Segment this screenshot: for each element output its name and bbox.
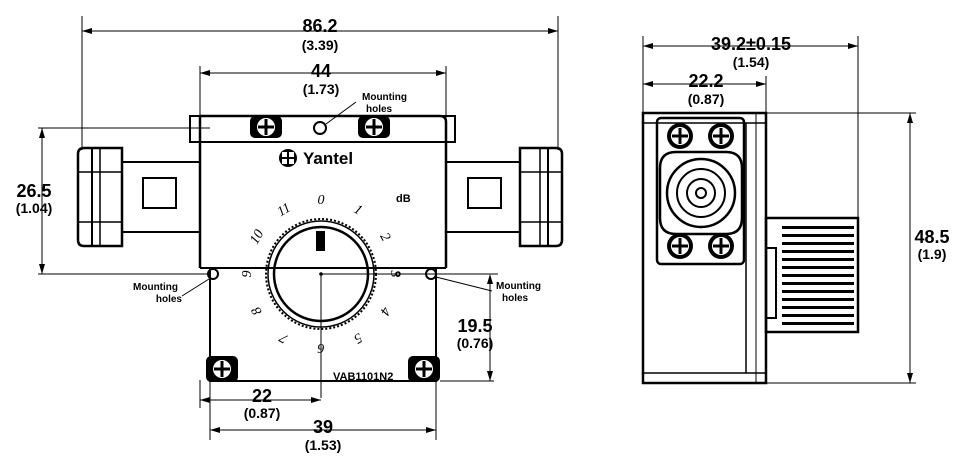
body-lower (209, 267, 437, 382)
dim-side-height-value: 48.5 (914, 227, 949, 247)
dim-hole-half-span-inch: (0.87) (244, 405, 281, 421)
knurl-ridge (782, 234, 854, 237)
dial-number-9: 9 (240, 271, 255, 278)
screw-top-left (250, 116, 282, 138)
dim-side-depth-value: 39.2±0.15 (711, 34, 791, 54)
side-screw-3 (667, 233, 693, 259)
side-screw-2 (708, 123, 734, 149)
dim-hole-to-bottom-value: 19.5 (457, 316, 492, 336)
screw-top-right (358, 116, 390, 138)
dimension-side-height: 48.5 (1.9) (766, 112, 950, 384)
dial-pointer (316, 231, 325, 251)
dim-hole-span-inch: (1.53) (305, 437, 342, 453)
side-screw-4 (708, 233, 734, 259)
dim-connector-height-value: 26.5 (16, 181, 51, 201)
dim-body-width-inch: (1.73) (303, 81, 340, 97)
side-screw-1 (667, 123, 693, 149)
mounting-holes-left-line1: Mounting (133, 282, 178, 293)
dimension-side-depth: 39.2±0.15 (1.54) (642, 34, 859, 218)
dimension-hole-to-bottom: 19.5 (0.76) (440, 274, 494, 382)
dimension-hole-span: 39 (1.53) (209, 380, 437, 453)
front-view: Yantel dB VAB1101N2 01234567891011 (76, 114, 564, 398)
side-body (641, 111, 768, 385)
knurl-ridge (782, 282, 854, 285)
mounting-holes-top-line2: holes (366, 104, 393, 115)
left-n-connector (76, 146, 124, 248)
knurl-ridge (782, 290, 854, 293)
dim-side-depth-inch: (1.54) (733, 54, 770, 70)
dim-overall-width-inch: (3.39) (302, 37, 339, 53)
dim-hole-to-bottom-inch: (0.76) (457, 335, 494, 351)
mounting-holes-right-line2: holes (502, 293, 529, 304)
side-n-connector-face (658, 150, 744, 236)
dial-number-8: 8 (249, 304, 265, 318)
left-port-window (142, 177, 177, 209)
screw-bottom-left (206, 356, 238, 382)
knurl-ridge (782, 226, 854, 229)
mounting-holes-right-line1: Mounting (496, 281, 541, 292)
dim-hole-span-value: 39 (313, 417, 333, 437)
dimension-side-connector: 22.2 (0.87) (643, 71, 767, 113)
brand-label: Yantel (303, 149, 353, 168)
dial-number-10: 10 (247, 227, 267, 247)
mounting-hole-top (313, 121, 327, 135)
side-connector-flange (655, 116, 746, 266)
dimension-body-width: 44 (1.73) (199, 61, 447, 118)
dim-side-connector-inch: (0.87) (688, 91, 725, 107)
dial-number-2: 2 (376, 230, 392, 244)
side-knurled-knob[interactable] (764, 216, 860, 334)
dial-number-4: 4 (376, 304, 392, 318)
mounting-holes-top-callout: Mounting holes (325, 92, 407, 125)
mounting-holes-left-line2: holes (156, 294, 183, 305)
right-n-connector (518, 146, 564, 248)
right-port-housing (445, 161, 521, 233)
mounting-flange-top (189, 115, 456, 143)
knurl-ridge (782, 314, 854, 317)
model-label: VAB1101N2 (333, 371, 393, 383)
dial-number-5: 5 (351, 329, 365, 345)
screw-bottom-right (408, 356, 440, 382)
dial-number-0: 0 (318, 193, 325, 208)
dial-number-1: 1 (351, 202, 365, 218)
unit-label: dB (396, 193, 411, 205)
dim-body-width-value: 44 (311, 61, 331, 81)
mounting-holes-top-line1: Mounting (362, 92, 407, 103)
mounting-holes-left-callout: Mounting holes (133, 278, 210, 305)
knurl-ridge (782, 250, 854, 253)
side-view (641, 111, 860, 385)
knurl-ridge (782, 258, 854, 261)
dim-connector-height-inch: (1.04) (16, 200, 53, 216)
knurl-ridge (782, 266, 854, 269)
dial-number-11: 11 (275, 201, 294, 220)
yantel-logo-icon (279, 149, 297, 167)
dim-overall-width-value: 86.2 (302, 16, 337, 36)
dim-side-height-inch: (1.9) (918, 246, 947, 262)
knurl-ridge (782, 306, 854, 309)
knurl-ridge (782, 242, 854, 245)
body-outline (200, 114, 448, 268)
dim-side-connector-value: 22.2 (688, 71, 723, 91)
left-port-housing (121, 161, 201, 233)
knurl-ridge (782, 322, 854, 325)
knurl-ridge (782, 298, 854, 301)
dim-hole-half-span-value: 22 (252, 386, 272, 406)
knurl-ridge (782, 274, 854, 277)
mounting-holes-right-callout: Mounting holes (435, 276, 541, 304)
dimension-connector-height: 26.5 (1.04) (16, 127, 210, 275)
dial-number-7: 7 (277, 329, 291, 346)
right-port-window (467, 177, 502, 209)
dimension-hole-half-span: 22 (0.87) (199, 380, 321, 421)
